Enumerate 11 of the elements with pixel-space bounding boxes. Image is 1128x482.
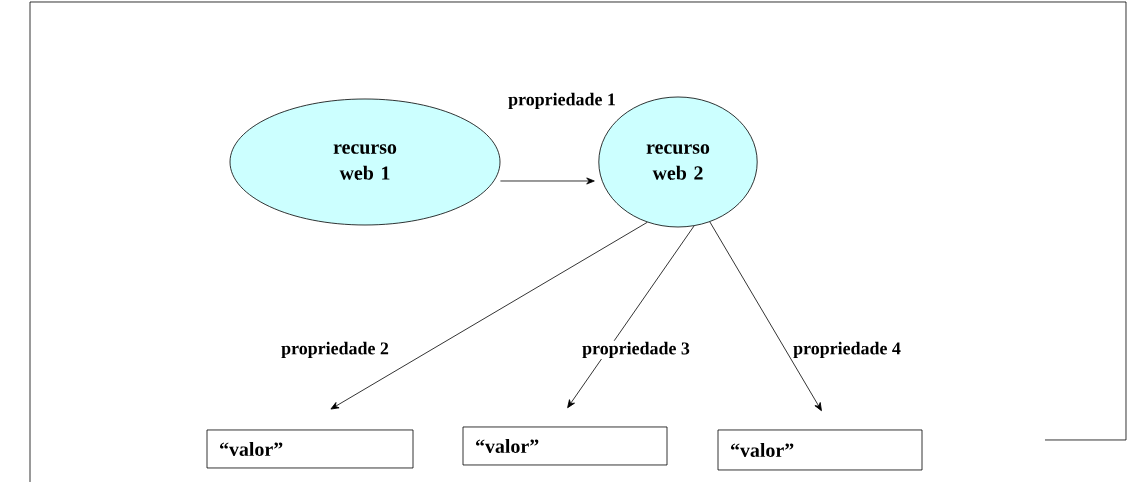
edge-label: propriedade 3 <box>581 340 691 360</box>
value-box: “valor” <box>462 426 668 466</box>
ellipse-node: recurso web 1 <box>229 98 501 226</box>
value-box: “valor” <box>717 429 923 471</box>
edge-label: propriedade 2 <box>280 340 390 360</box>
arrow <box>709 221 822 412</box>
arrow <box>330 221 648 410</box>
arrow <box>500 177 595 185</box>
arrow <box>567 225 695 409</box>
value-box: “valor” <box>206 429 414 469</box>
edge-label: propriedade 4 <box>792 340 902 360</box>
